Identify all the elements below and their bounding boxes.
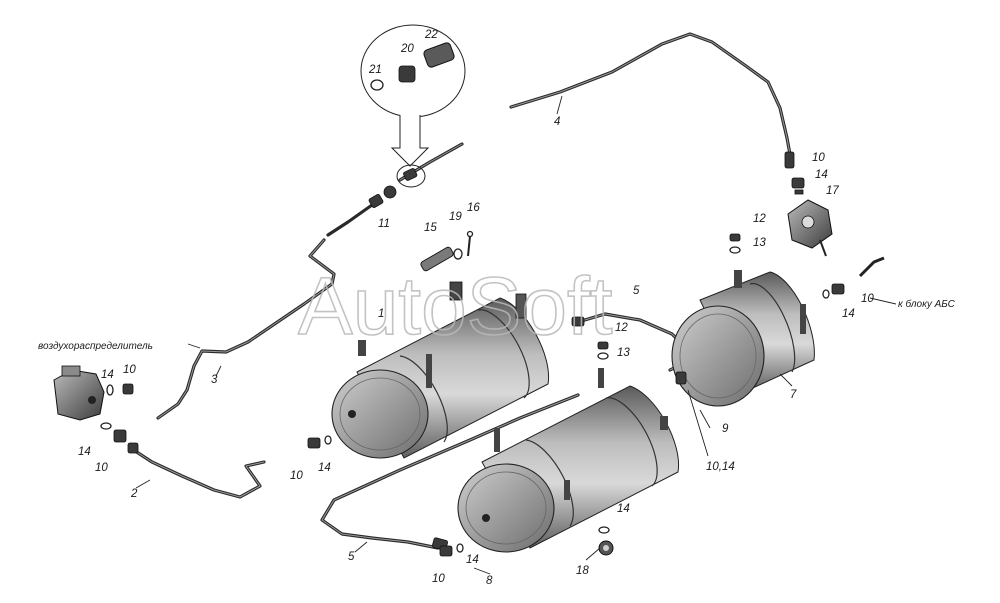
fitting-10-tank1 [307,437,321,449]
tube-2 [127,442,266,499]
label-18: 18 [576,565,589,577]
label-14-e: 14 [617,503,630,515]
label-9: 9 [722,423,729,435]
ring-14-abs [822,289,830,299]
abs-line [858,256,885,278]
label-10-f: 10 [861,293,874,305]
part-15 [420,246,454,272]
drain-valve-18 [598,526,614,556]
label-3: 3 [211,374,218,386]
label-12-a: 12 [753,213,766,225]
label-21: 21 [368,64,382,76]
note-abs-unit: к блоку АБС [898,298,956,310]
label-14-g: 14 [842,308,855,320]
label-2: 2 [130,488,138,500]
ring-14-tank1 [324,435,332,445]
air-tank-1 [331,281,550,459]
label-1: 1 [378,308,384,320]
fitting-10-abs [831,283,845,295]
part-11 [383,185,397,199]
label-19: 19 [449,211,462,223]
part-19 [453,248,463,260]
label-14-c: 14 [318,462,331,474]
air-distributor [53,365,105,421]
air-tank-8 [457,385,680,553]
valve-17 [787,177,833,257]
note-air-distributor: воздухораспределитель [38,341,153,352]
part-16 [466,230,474,257]
label-5: 5 [348,551,355,563]
part-12-top [729,233,741,242]
part-13-top [729,246,741,254]
fitting-10-tank8 [439,545,453,557]
label-13-b: 13 [617,347,630,359]
label-20: 20 [400,43,414,55]
ring-14-left-bottom [100,422,112,430]
air-tank-7 [671,270,815,407]
part-13-mid [597,352,609,360]
part-12-mid [597,341,609,350]
label-10-d: 10 [432,573,445,585]
label-14-a: 14 [101,369,114,381]
label-10-14: 10,14 [706,461,735,473]
label-15: 15 [424,222,437,234]
fitting-10-left-top [122,383,134,395]
fitting-10-14 [675,371,687,385]
leader-lines [135,95,897,575]
detail-callout [360,24,466,188]
tube-4 [509,32,795,169]
callout-labels: 1 2 3 4 5 5 7 8 9 10,14 10 10 10 10 10 1… [78,29,874,587]
label-4: 4 [554,116,560,128]
label-11: 11 [378,218,390,230]
label-17: 17 [826,185,839,197]
ring-14-tank8 [456,543,464,553]
label-10-e: 10 [812,152,825,164]
label-10-b: 10 [95,462,108,474]
label-13-a: 13 [753,237,766,249]
label-16: 16 [467,202,480,214]
label-7: 7 [790,389,797,401]
tube-3 [156,194,384,420]
label-10-a: 10 [123,364,136,376]
watermark: AutoSoft [298,261,613,352]
label-12-b: 12 [615,322,628,334]
label-14-f: 14 [815,169,828,181]
fitting-10-left-bottom [113,429,127,443]
label-10-c: 10 [290,470,303,482]
label-5-upper: 5 [633,285,640,297]
label-8: 8 [486,575,493,587]
drain-pin [598,368,604,388]
label-14-b: 14 [78,446,91,458]
ring-14-left-top [106,384,114,396]
label-22: 22 [424,29,438,41]
label-14-d: 14 [466,554,479,566]
